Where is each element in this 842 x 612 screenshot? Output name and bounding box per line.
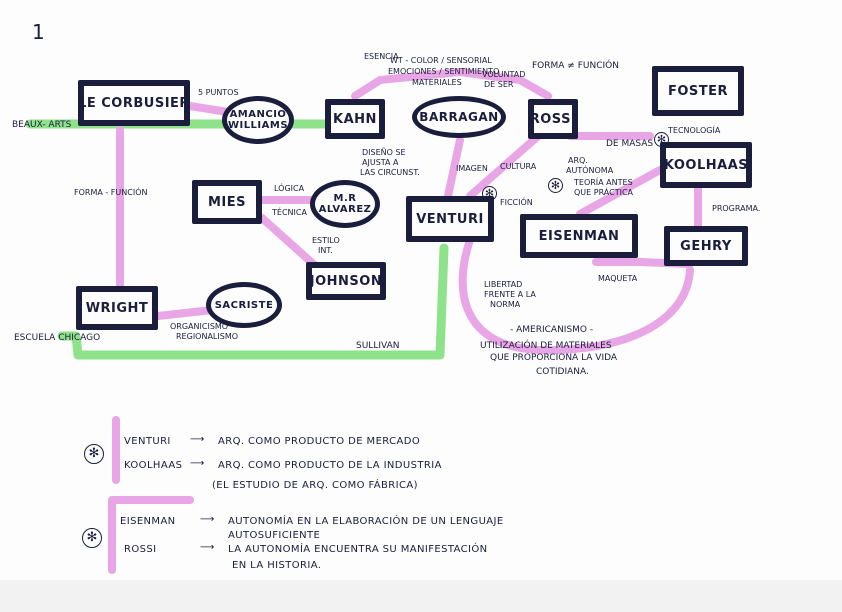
asterisk-marker-koolhaas: ✻ [654, 132, 669, 147]
pink-line-legend-2 [108, 496, 194, 574]
asterisk-marker-eisenman: ✻ [548, 178, 563, 193]
node-kahn: KAHN [325, 99, 385, 139]
label-libertad-2: FRENTE A LA [484, 290, 536, 299]
pink-line-mies-johnson [258, 214, 324, 274]
label-voluntad-1: VOLUNTAD [482, 70, 526, 79]
node-amancio-williams: AMANCIO WILLIAMS [222, 96, 294, 144]
label-ficcion: FICCIÓN [500, 198, 533, 207]
label-logica: LÓGICA [274, 184, 305, 193]
legend-arrow-2: ⟶ [190, 458, 205, 469]
pink-line-koolhaas-eisenman [576, 166, 664, 218]
label-programa: PROGRAMA. [712, 204, 761, 213]
legend-asterisk-1: ✻ [84, 444, 104, 464]
legend-venturi-text: ARQ. COMO PRODUCTO DE MERCADO [218, 436, 421, 447]
label-teoria-1: TEORÍA ANTES [574, 178, 633, 187]
label-arq-autonoma-2: AUTÓNOMA [566, 166, 614, 175]
legend-eisenman-text-2: AUTOSUFICIENTE [228, 530, 321, 541]
label-de-masas: DE MASAS [606, 139, 654, 149]
label-diseno-1: DISEÑO SE [362, 148, 406, 157]
node-gehry: GEHRY [664, 226, 748, 266]
label-materiales: MATERIALES [412, 78, 462, 87]
pink-line-venturi-loop [458, 236, 694, 355]
label-sullivan: SULLIVAN [356, 341, 400, 351]
page-number: 1 [32, 20, 46, 44]
legend-rossi-name: ROSSI [124, 544, 157, 555]
label-organicismo-2: REGIONALISMO [176, 332, 239, 341]
label-diseno-2: AJUSTA A [362, 158, 399, 167]
node-le-corbusier: LE CORBUSIER [78, 80, 190, 126]
node-sacriste: SACRISTE [206, 282, 282, 328]
label-americanismo: - AMERICANISMO - [510, 325, 594, 335]
scan-margin [0, 580, 842, 612]
green-line-chicago [57, 243, 449, 360]
pink-line-wright-sacriste [154, 306, 216, 320]
label-cultura: CULTURA [500, 162, 537, 171]
label-forma-funcion-left: FORMA - FUNCIÓN [74, 188, 148, 197]
label-diseno-3: LAS CIRCUNST. [360, 168, 420, 177]
label-utilizacion-2: QUE PROPORCIONA LA VIDA [490, 353, 618, 363]
legend-arrow-1: ⟶ [190, 434, 205, 445]
label-forma-funcion-top: FORMA ≠ FUNCIÓN [532, 61, 619, 71]
node-barragan: BARRAGAN [412, 96, 506, 138]
legend-arrow-3: ⟶ [200, 514, 215, 525]
label-tecnica: TÉCNICA [272, 208, 307, 217]
node-johnson: JOHNSON [306, 262, 386, 300]
label-beaux-arts-1: BEAUX- ARTS [12, 120, 72, 130]
label-maqueta: MAQUETA [598, 274, 638, 283]
legend-venturi-name: VENTURI [124, 436, 171, 447]
node-eisenman: EISENMAN [520, 214, 638, 258]
legend-eisenman-name: EISENMAN [120, 516, 176, 527]
node-rossi: ROSSI [528, 99, 578, 139]
pink-line-kahn-rossi [351, 68, 552, 100]
node-koolhaas: KOOLHAAS [660, 142, 752, 188]
legend-koolhaas-sub: (EL ESTUDIO DE ARQ. COMO FÁBRICA) [212, 480, 418, 491]
node-alvarez: M.R ALVAREZ [310, 180, 380, 228]
label-utilizacion-3: COTIDIANA. [536, 367, 589, 377]
label-tecnologia: TECNOLOGÍA [668, 126, 721, 135]
asterisk-marker-venturi: ✻ [482, 186, 497, 201]
label-cinco-puntos: 5 PUNTOS [198, 88, 239, 97]
label-libertad-1: LIBERTAD [484, 280, 523, 289]
legend-koolhaas-text: ARQ. COMO PRODUCTO DE LA INDUSTRIA [218, 460, 442, 471]
label-organicismo-1: ORGANICISMO [170, 322, 229, 331]
label-teoria-2: QUE PRÁCTICA [574, 188, 634, 197]
legend-rossi-text-2: EN LA HISTORIA. [232, 560, 322, 571]
label-arq-autonoma-1: ARQ. [568, 156, 588, 165]
label-imagen: IMAGEN [456, 164, 488, 173]
label-libertad-3: NORMA [490, 300, 521, 309]
label-escuela-chicago: ESCUELA CHICAGO [14, 333, 101, 343]
label-wt-color: WT - COLOR / SENSORIAL [390, 56, 492, 65]
pink-line-barragan-venturi [444, 136, 464, 200]
legend-koolhaas-name: KOOLHAAS [124, 460, 183, 471]
node-venturi: VENTURI [406, 196, 494, 242]
label-estilo-2: INT. [318, 246, 333, 255]
legend-eisenman-text-1: AUTONOMÍA EN LA ELABORACIÓN DE UN LENGUA… [228, 516, 504, 527]
pink-line-corbu-amancio [186, 102, 232, 116]
legend-asterisk-2: ✻ [82, 528, 102, 548]
label-esencia: ESENCIA [364, 52, 399, 61]
label-emociones: EMOCIONES / SENTIMIENTO [388, 67, 500, 76]
legend-arrow-4: ⟶ [200, 542, 215, 553]
legend-rossi-text-1: LA AUTONOMÍA ENCUENTRA SU MANIFESTACIÓN [228, 544, 488, 555]
label-voluntad-2: DE SER [484, 80, 514, 89]
node-wright: WRIGHT [76, 286, 158, 330]
label-utilizacion-1: UTILIZACIÓN DE MATERIALES [480, 341, 612, 351]
node-mies: MIES [192, 180, 262, 224]
node-foster: FOSTER [652, 66, 744, 116]
label-estilo-1: ESTILO [312, 236, 340, 245]
pink-line-rossi-venturi [466, 126, 549, 200]
